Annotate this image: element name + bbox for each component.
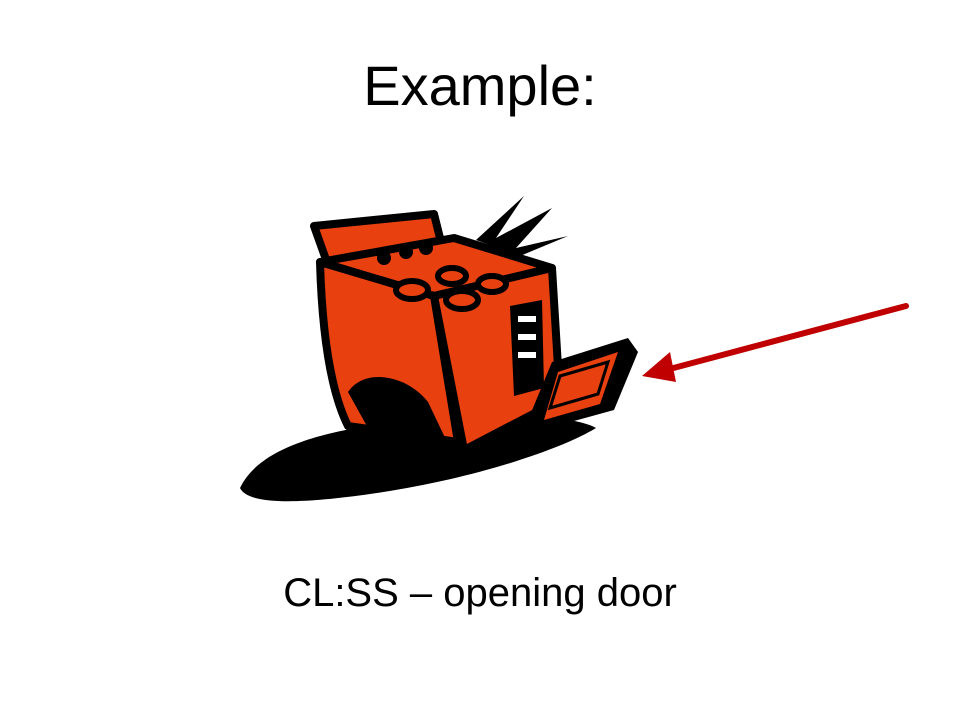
shadow <box>240 415 596 502</box>
slide-title: Example: <box>363 54 597 117</box>
slide-caption: CL:SS – opening door <box>283 571 677 615</box>
oven-door <box>528 338 638 432</box>
stove-icon <box>310 210 638 454</box>
motion-lines-icon <box>476 196 568 256</box>
arrow-icon <box>642 303 909 382</box>
